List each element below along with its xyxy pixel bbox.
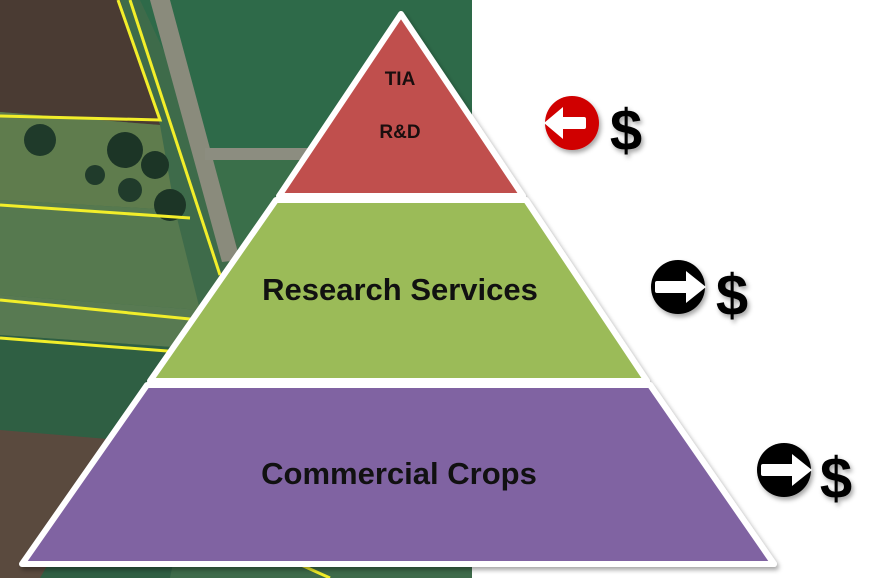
currency-symbol-middle: $ bbox=[716, 263, 748, 328]
tier-top-shape bbox=[276, 11, 526, 199]
pyramid bbox=[19, 11, 777, 567]
tier-middle-label: Research Services bbox=[262, 272, 538, 307]
currency-symbol-top: $ bbox=[610, 98, 642, 163]
flow-indicator-middle: $ bbox=[651, 260, 748, 328]
flow-indicator-bottom: $ bbox=[757, 443, 852, 511]
flow-indicator-top: $ bbox=[544, 96, 642, 163]
tier-middle-shape bbox=[147, 197, 650, 384]
currency-symbol-bottom: $ bbox=[820, 446, 852, 511]
tier-top-label-line2: R&D bbox=[379, 122, 420, 143]
arrow-left-circle-icon bbox=[544, 96, 599, 150]
arrow-right-circle-icon bbox=[651, 260, 706, 314]
tier-top-label-line1: TIA bbox=[385, 69, 416, 90]
arrow-right-circle-icon bbox=[757, 443, 812, 497]
tier-bottom-label: Commercial Crops bbox=[261, 456, 537, 491]
tier-bottom-shape bbox=[19, 382, 777, 567]
